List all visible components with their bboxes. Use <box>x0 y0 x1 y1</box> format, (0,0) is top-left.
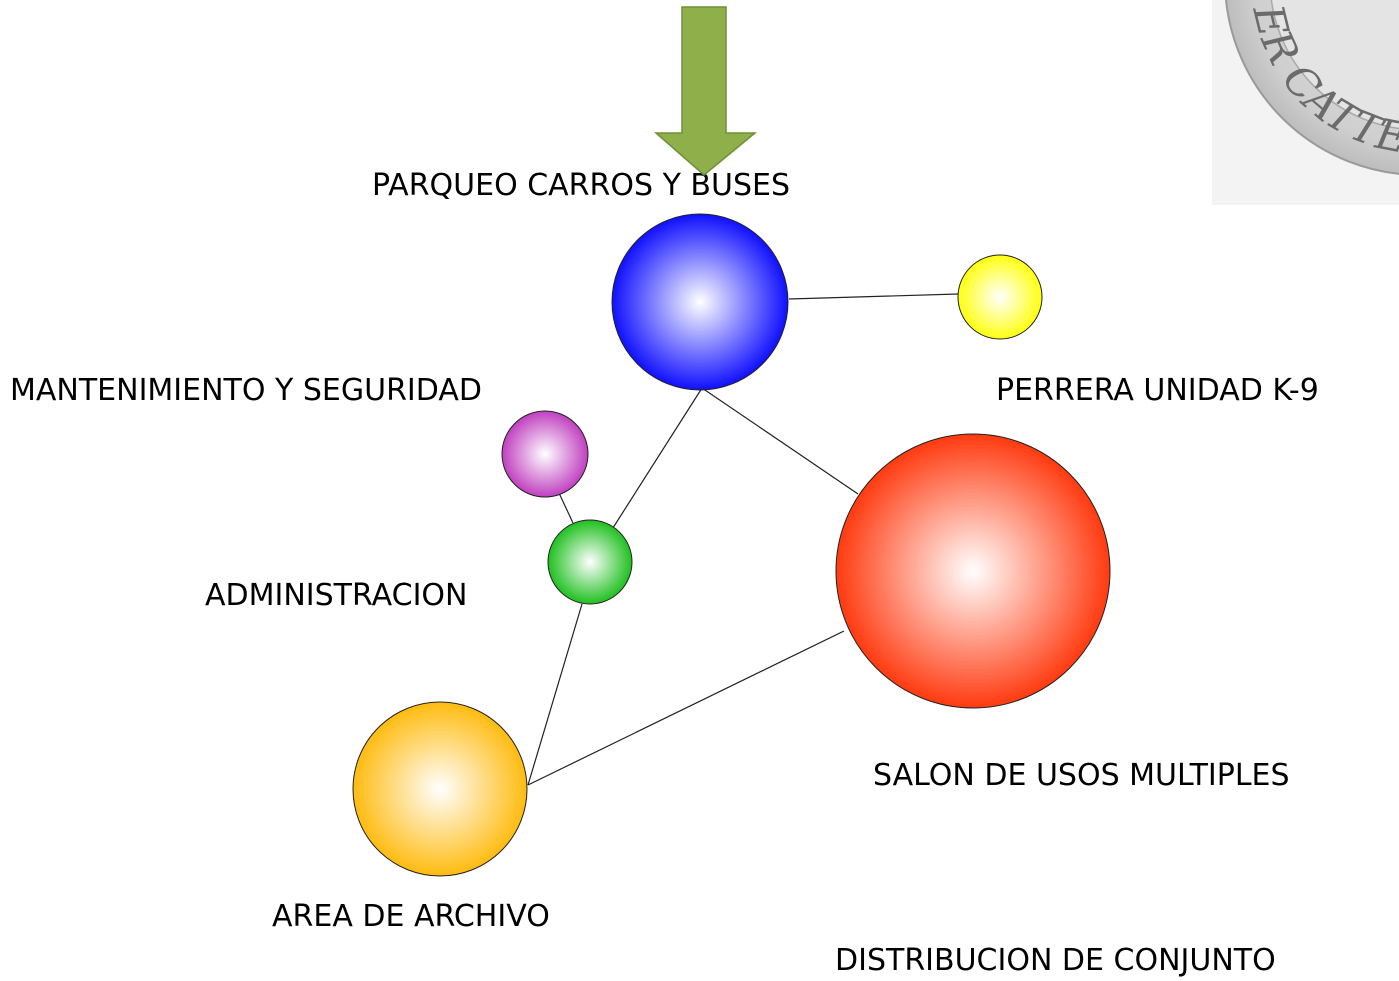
node-administracion[interactable]: ADMINISTRACION <box>205 519 633 613</box>
node-circle-salon <box>835 433 1111 709</box>
node-label-archivo: AREA DE ARCHIVO <box>272 899 550 934</box>
node-label-perrera: PERRERA UNIDAD K-9 <box>996 373 1319 408</box>
diagram-title: DISTRIBUCION DE CONJUNTO <box>835 943 1276 978</box>
entrance-arrow-shape <box>654 6 758 176</box>
node-circle-administracion <box>547 519 633 605</box>
node-label-salon: SALON DE USOS MULTIPLES <box>873 758 1290 793</box>
node-mantenimiento[interactable]: MANTENIMIENTO Y SEGURIDAD <box>10 373 589 498</box>
node-parqueo[interactable]: PARQUEO CARROS Y BUSES <box>372 168 790 391</box>
node-label-administracion: ADMINISTRACION <box>205 578 468 613</box>
edge-archivo-salon <box>527 630 845 786</box>
edge-mantenimiento-administracion <box>558 492 574 524</box>
node-circle-archivo <box>352 701 528 877</box>
node-archivo[interactable]: AREA DE ARCHIVO <box>272 701 550 934</box>
node-label-parqueo: PARQUEO CARROS Y BUSES <box>372 168 790 203</box>
edge-parqueo-administracion <box>610 387 703 532</box>
node-label-mantenimiento: MANTENIMIENTO Y SEGURIDAD <box>10 373 482 408</box>
node-salon[interactable]: SALON DE USOS MULTIPLES <box>835 433 1290 793</box>
node-circle-perrera <box>957 254 1043 340</box>
node-circle-mantenimiento <box>501 410 589 498</box>
node-perrera[interactable]: PERRERA UNIDAD K-9 <box>957 254 1319 408</box>
edge-parqueo-perrera <box>788 293 959 300</box>
edge-parqueo-salon <box>701 387 859 495</box>
edge-administracion-archivo <box>527 603 583 786</box>
connection-lines <box>527 293 959 786</box>
node-circle-parqueo <box>611 213 789 391</box>
down-arrow-icon <box>654 6 758 176</box>
